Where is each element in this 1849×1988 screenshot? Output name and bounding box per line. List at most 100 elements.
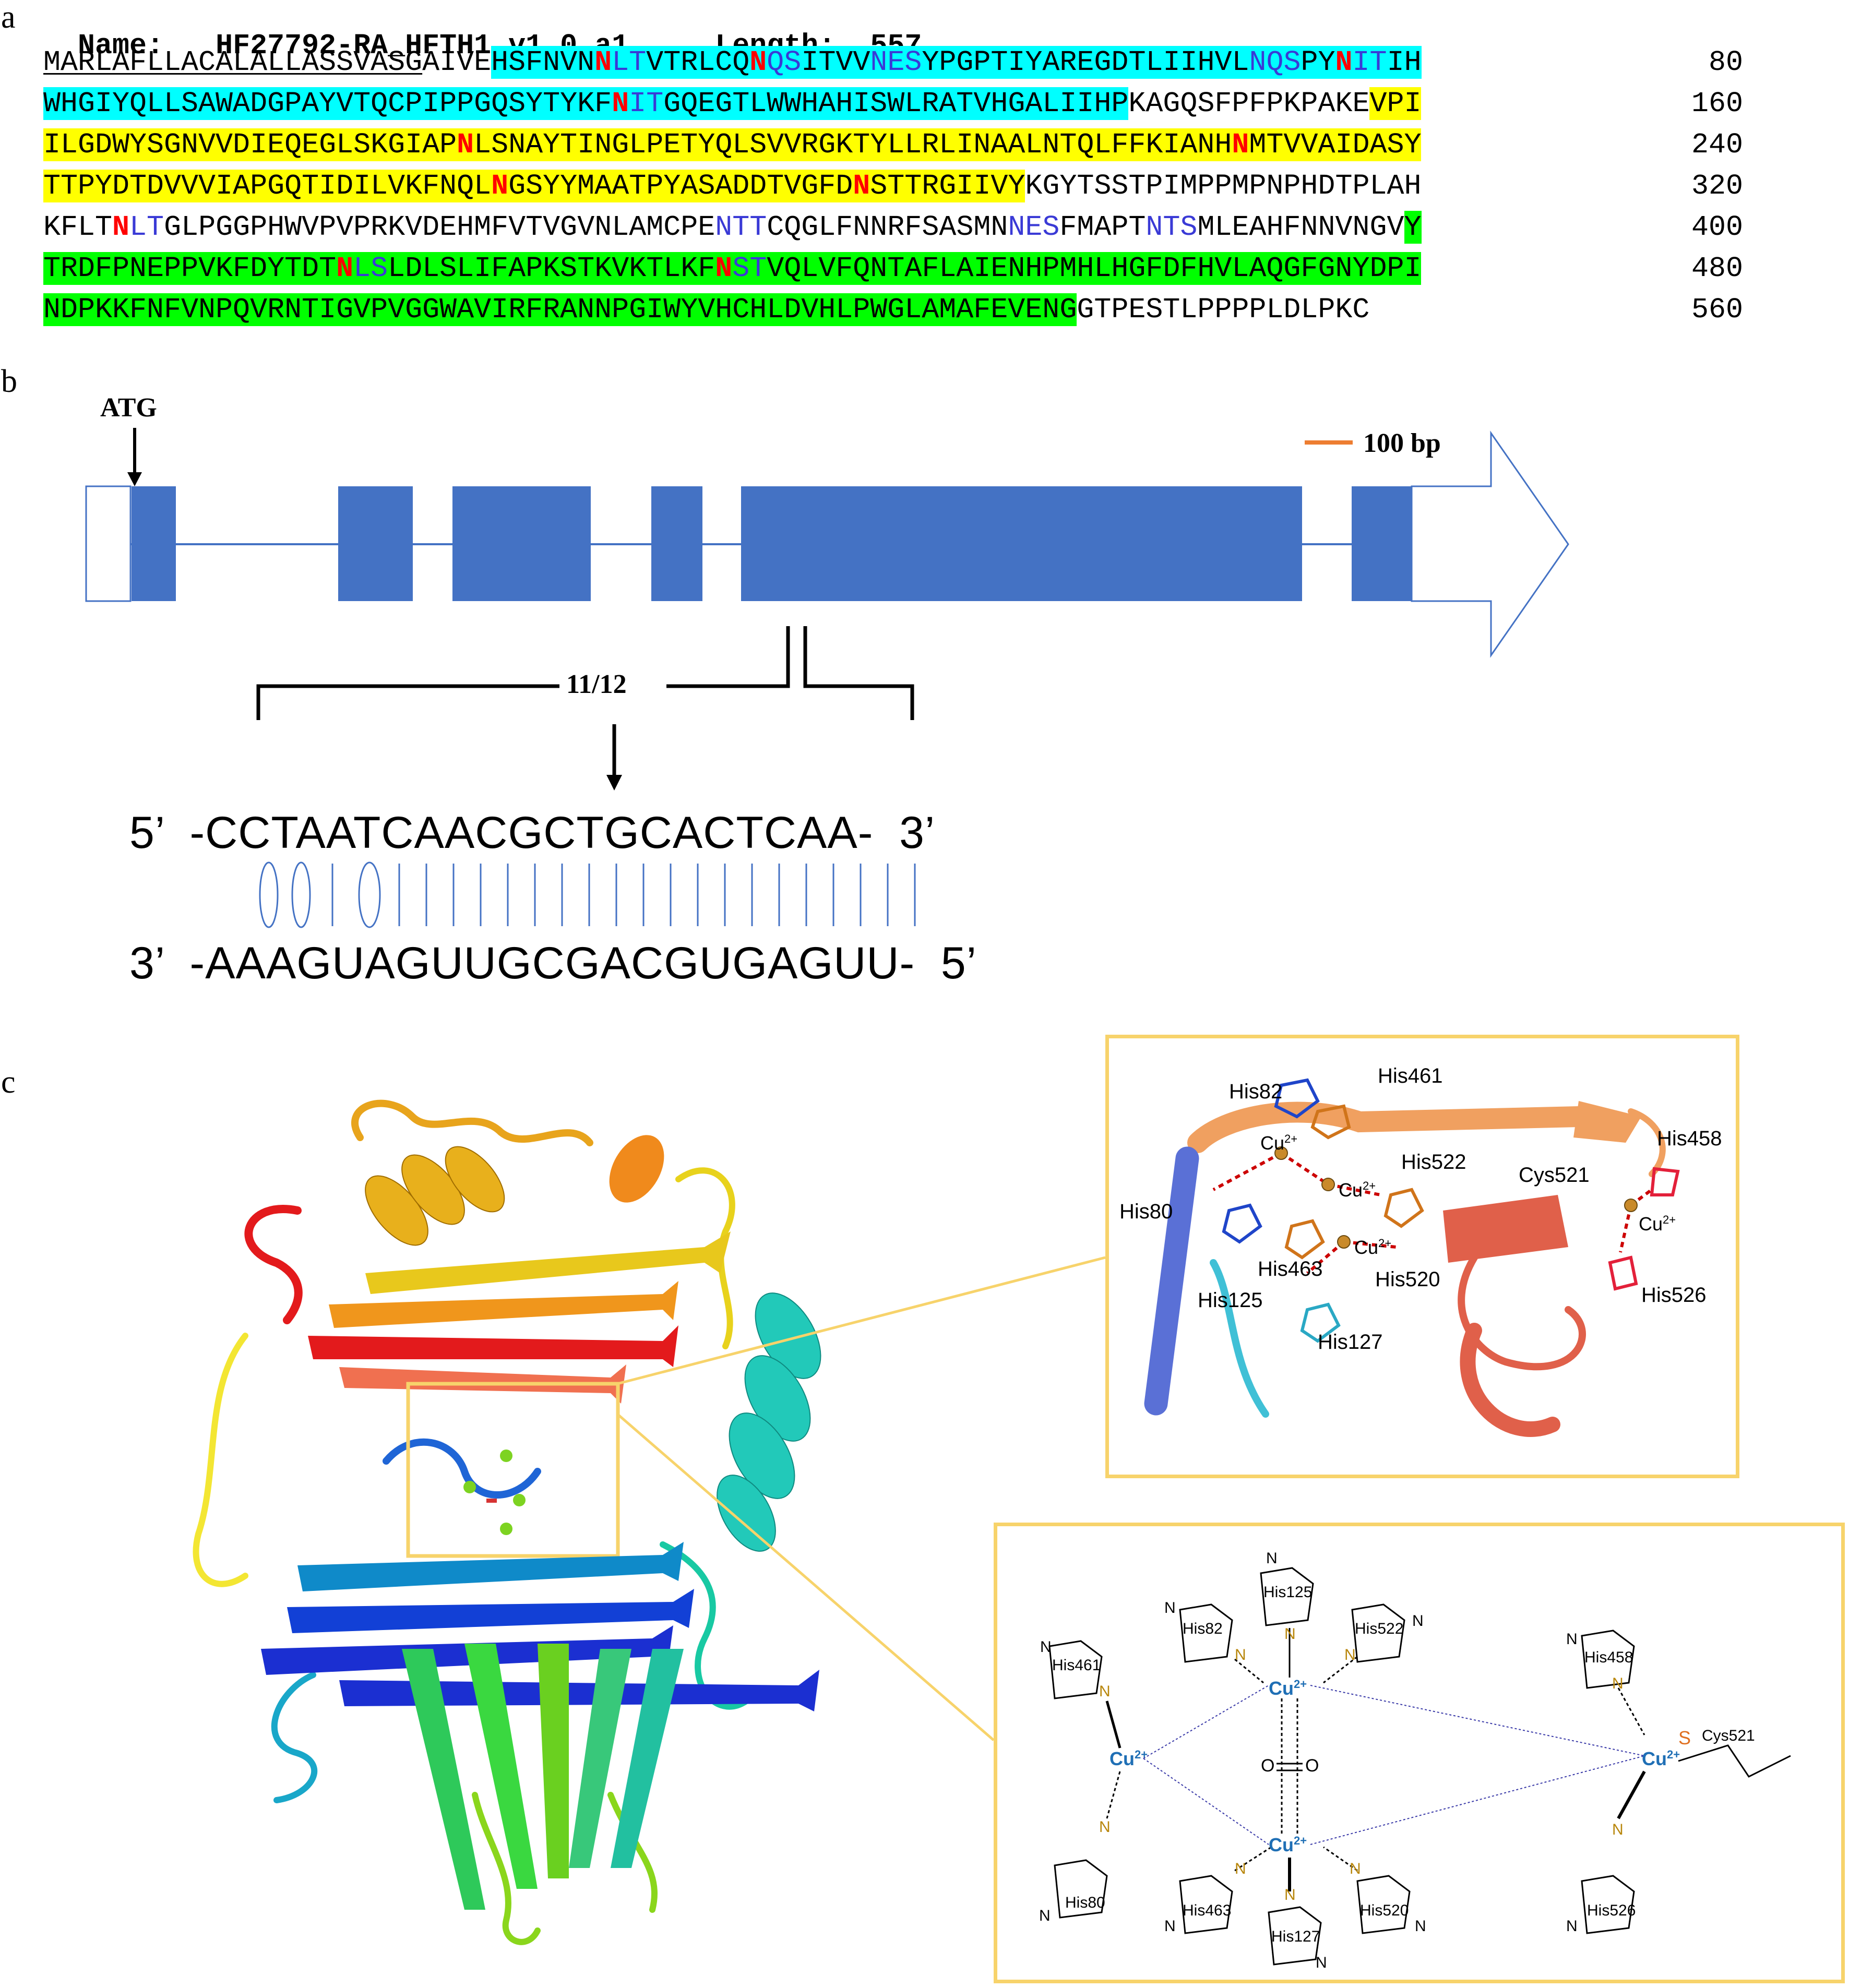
sequence-segment: ILGDWYSGNVVDIEQEGLSKGIAP: [43, 128, 457, 161]
sequence-segment: LS: [353, 252, 388, 285]
label-his463: His463: [1258, 1258, 1323, 1280]
atg-label: ATG: [100, 393, 157, 423]
sequence-row: WHGIYQLLSAWADGPAYVTQCPIPPGQSYTYKFNITGQEG…: [43, 83, 1422, 124]
oxygen-right: O: [1305, 1756, 1319, 1776]
sequence-position-number: 160: [1691, 87, 1743, 120]
schem-his526: His526: [1587, 1902, 1636, 1919]
sequence-segment: VPI: [1369, 87, 1422, 120]
sequence-position-number: 240: [1691, 128, 1743, 161]
sequence-row: NDPKKFNFVNPQVRNTIGVPVGGWAVIRFRANNPGIWYVH…: [43, 289, 1369, 330]
n-label: N: [1612, 1675, 1624, 1692]
sequence-segment: WHGIYQLLSAWADGPAYVTQCPIPPGQSYTYKF: [43, 87, 612, 120]
label-his520: His520: [1375, 1268, 1440, 1291]
sequence-segment: LSNAYTINGLPETYQLSVVRGKTYLLRLINAALNTQLFFK…: [474, 128, 1232, 161]
sequence-segment: GSYYMAATPYASADDTVGFD: [508, 170, 853, 202]
sequence-segment: VQLVFQNTAFLAIENHPMHLHGFDFHVLAQGFGNYDPI: [767, 252, 1422, 285]
sequence-segment: FMAPT: [1059, 211, 1146, 244]
sequence-segment: QS: [767, 46, 802, 79]
n-label: N: [1316, 1954, 1327, 1971]
sequence-segment: MARLAFLLACALALLASSVASG: [43, 46, 423, 79]
sequence-row: KFLTNLTGLPGGPHWVPVPRKVDEHMFVTVGVNLAMCPEN…: [43, 207, 1422, 248]
sequence-segment: IT: [1352, 46, 1387, 79]
sequence-segment: NDPKKFNFVNPQVRNTIGVPVGGWAVIRFRANNPGIWYVH…: [43, 293, 1077, 326]
sequence-segment: N: [112, 211, 130, 244]
sequence-segment: TTPYDTDVVVIAPGQTIDILVKFNQL: [43, 170, 492, 202]
n-label: N: [1039, 1907, 1051, 1924]
sequence-segment: GLPGGPHWVPVPRKVDEHMFVTVGVNLAMCPE: [164, 211, 715, 244]
n-label: N: [1235, 1860, 1246, 1877]
sequence-segment: N: [594, 46, 612, 79]
n-label: N: [1235, 1646, 1246, 1663]
schem-cys521: Cys521: [1702, 1727, 1755, 1744]
coordination-schematic-box: Cu2+ Cu2+ Cu2+ Cu2+ O O S His461 His80 H…: [994, 1523, 1845, 1983]
n-label: N: [1612, 1821, 1624, 1838]
target-site-label: 11/12: [566, 669, 627, 699]
n-label: N: [1284, 1886, 1296, 1903]
schem-his461: His461: [1052, 1657, 1101, 1674]
active-site-3d-box: His82 His461 His458 His522 Cys521 His80 …: [1105, 1035, 1739, 1478]
label-his80: His80: [1119, 1200, 1173, 1223]
sequence-segment: N: [457, 128, 474, 161]
cu-right: Cu2+: [1642, 1748, 1680, 1769]
sequence-segment: LT: [612, 46, 647, 79]
sequence-segment: TRDFPNEPPVKFDYTDT: [43, 252, 337, 285]
label-his82: His82: [1229, 1080, 1283, 1103]
sequence-position-number: 80: [1708, 46, 1743, 79]
sequence-row: ILGDWYSGNVVDIEQEGLSKGIAPNLSNAYTINGLPETYQ…: [43, 124, 1422, 165]
label-his125: His125: [1198, 1289, 1263, 1312]
n-label: N: [1266, 1550, 1278, 1567]
sequence-row: TTPYDTDVVVIAPGQTIDILVKFNQL NGSYYMAATPYASA…: [43, 165, 1421, 207]
sequence-segment: N: [715, 252, 733, 285]
sequence-position-number: 560: [1691, 293, 1743, 326]
sequence-segment: KFLT: [43, 211, 113, 244]
cu-bottom: Cu2+: [1269, 1834, 1307, 1855]
sequence-segment: NTT: [715, 211, 767, 244]
schem-his80: His80: [1065, 1894, 1105, 1911]
sequence-position-number: 400: [1691, 211, 1743, 244]
sequence-segment: AIVE: [422, 46, 492, 79]
sequence-segment: IT: [629, 87, 664, 120]
sequence-row: TRDFPNEPPVKFDYTDTNLSLDLSLIFAPKSTKVKTLKFN…: [43, 248, 1422, 289]
sequence-segment: NES: [870, 46, 922, 79]
n-label: N: [1350, 1860, 1361, 1877]
sequence-segment: NES: [1008, 211, 1060, 244]
sequence-segment: N: [1232, 128, 1249, 161]
label-cys521: Cys521: [1519, 1164, 1590, 1187]
exon-6: [1352, 486, 1412, 601]
utr-box: [85, 485, 132, 602]
sequence-segment: ITVV: [801, 46, 870, 79]
n-label: N: [1164, 1599, 1176, 1616]
sequence-segment: LDLSLIFAPKSTKVKTLKF: [388, 252, 715, 285]
n-label: N: [1284, 1625, 1296, 1643]
panel-label-b: b: [1, 364, 17, 399]
dna-top-strand: 5’ -CCTAATCAACGCTGCACTCAA- 3’: [129, 808, 936, 858]
sequence-segment: NTS: [1146, 211, 1198, 244]
zoom-bracket-right: [803, 626, 914, 720]
exon-4: [651, 486, 702, 601]
panel-label-a: a: [1, 0, 16, 35]
label-his522: His522: [1401, 1151, 1466, 1173]
cu-left: Cu2+: [1110, 1748, 1148, 1769]
base-pair-marks: [259, 861, 916, 928]
sequence-segment: GTPESTLPPPPLDLPKC: [1077, 293, 1370, 326]
sequence-segment: GQEGTLWWHAHISWLRATVHGALIIHP: [663, 87, 1129, 120]
label-his127: His127: [1318, 1331, 1383, 1354]
sequence-segment: N: [853, 170, 870, 202]
n-label: N: [1566, 1918, 1578, 1935]
exon-2: [338, 486, 413, 601]
panel-label-c: c: [1, 1064, 16, 1100]
n-label: N: [1099, 1818, 1111, 1836]
sequence-segment: VTRLCQ: [646, 46, 750, 79]
sequence-segment: Y: [1404, 211, 1422, 244]
scale-label: 100 bp: [1363, 428, 1441, 458]
n-label: N: [1412, 1612, 1424, 1630]
sequence-segment: N: [612, 87, 629, 120]
sequence-position-number: 480: [1691, 252, 1743, 285]
exon-5: [741, 486, 1302, 601]
sequence-position-number: 320: [1691, 170, 1743, 202]
sequence-row: MARLAFLLACALALLASSVASGAIVEHSFNVNNLTVTRLC…: [43, 42, 1422, 83]
exon-3: [452, 486, 591, 601]
three-prime-utr-arrow: [1411, 430, 1569, 658]
sequence-segment: CQGLFNNRFSASMN: [767, 211, 1008, 244]
